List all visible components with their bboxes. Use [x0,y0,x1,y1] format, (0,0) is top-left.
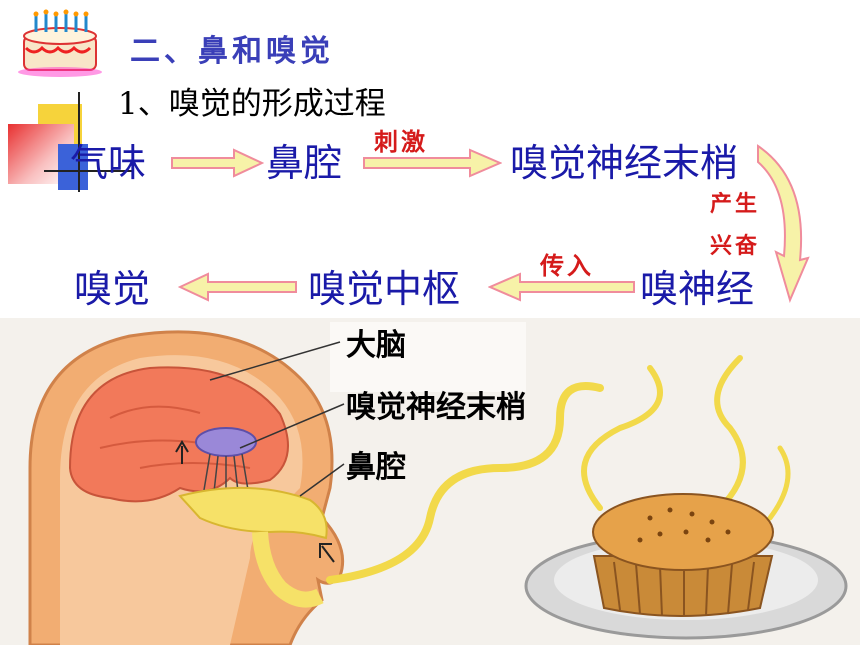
olfaction-illustration [0,318,860,645]
flow-item-odor: 气味 [70,141,147,185]
label-nerve-endings: 嗅觉神经末梢 [346,390,526,425]
arrow-left-1 [178,272,297,302]
flow-item-olfactory-nerve: 嗅神经 [640,267,755,311]
decor-blue-square [58,144,88,190]
label-brain: 大脑 [346,328,406,363]
curved-arrow-down [757,144,810,303]
section-heading: 二、鼻和嗅觉 [130,34,334,69]
flow-item-olfactory-center: 嗅觉中枢 [308,267,461,311]
arrow-right-2 [363,148,502,178]
label-excitation: 兴奋 [710,234,761,259]
decor-vertical-line [78,92,80,192]
flow-item-smell: 嗅觉 [74,267,151,311]
arrow-left-2 [488,272,635,302]
arrow-right-1 [171,148,264,178]
flow-item-olfactory-nerve-endings: 嗅觉神经末梢 [510,141,739,185]
label-transmit: 传入 [540,252,594,280]
label-nasal-cavity: 鼻腔 [346,450,406,485]
birthday-cake-icon [18,9,102,77]
decor-horizontal-line [44,170,134,172]
label-generate: 产生 [710,192,761,217]
subsection-heading: 1、嗅觉的形成过程 [118,86,386,122]
label-stimulate: 刺激 [374,128,428,156]
flow-item-nasal-cavity: 鼻腔 [266,141,343,185]
